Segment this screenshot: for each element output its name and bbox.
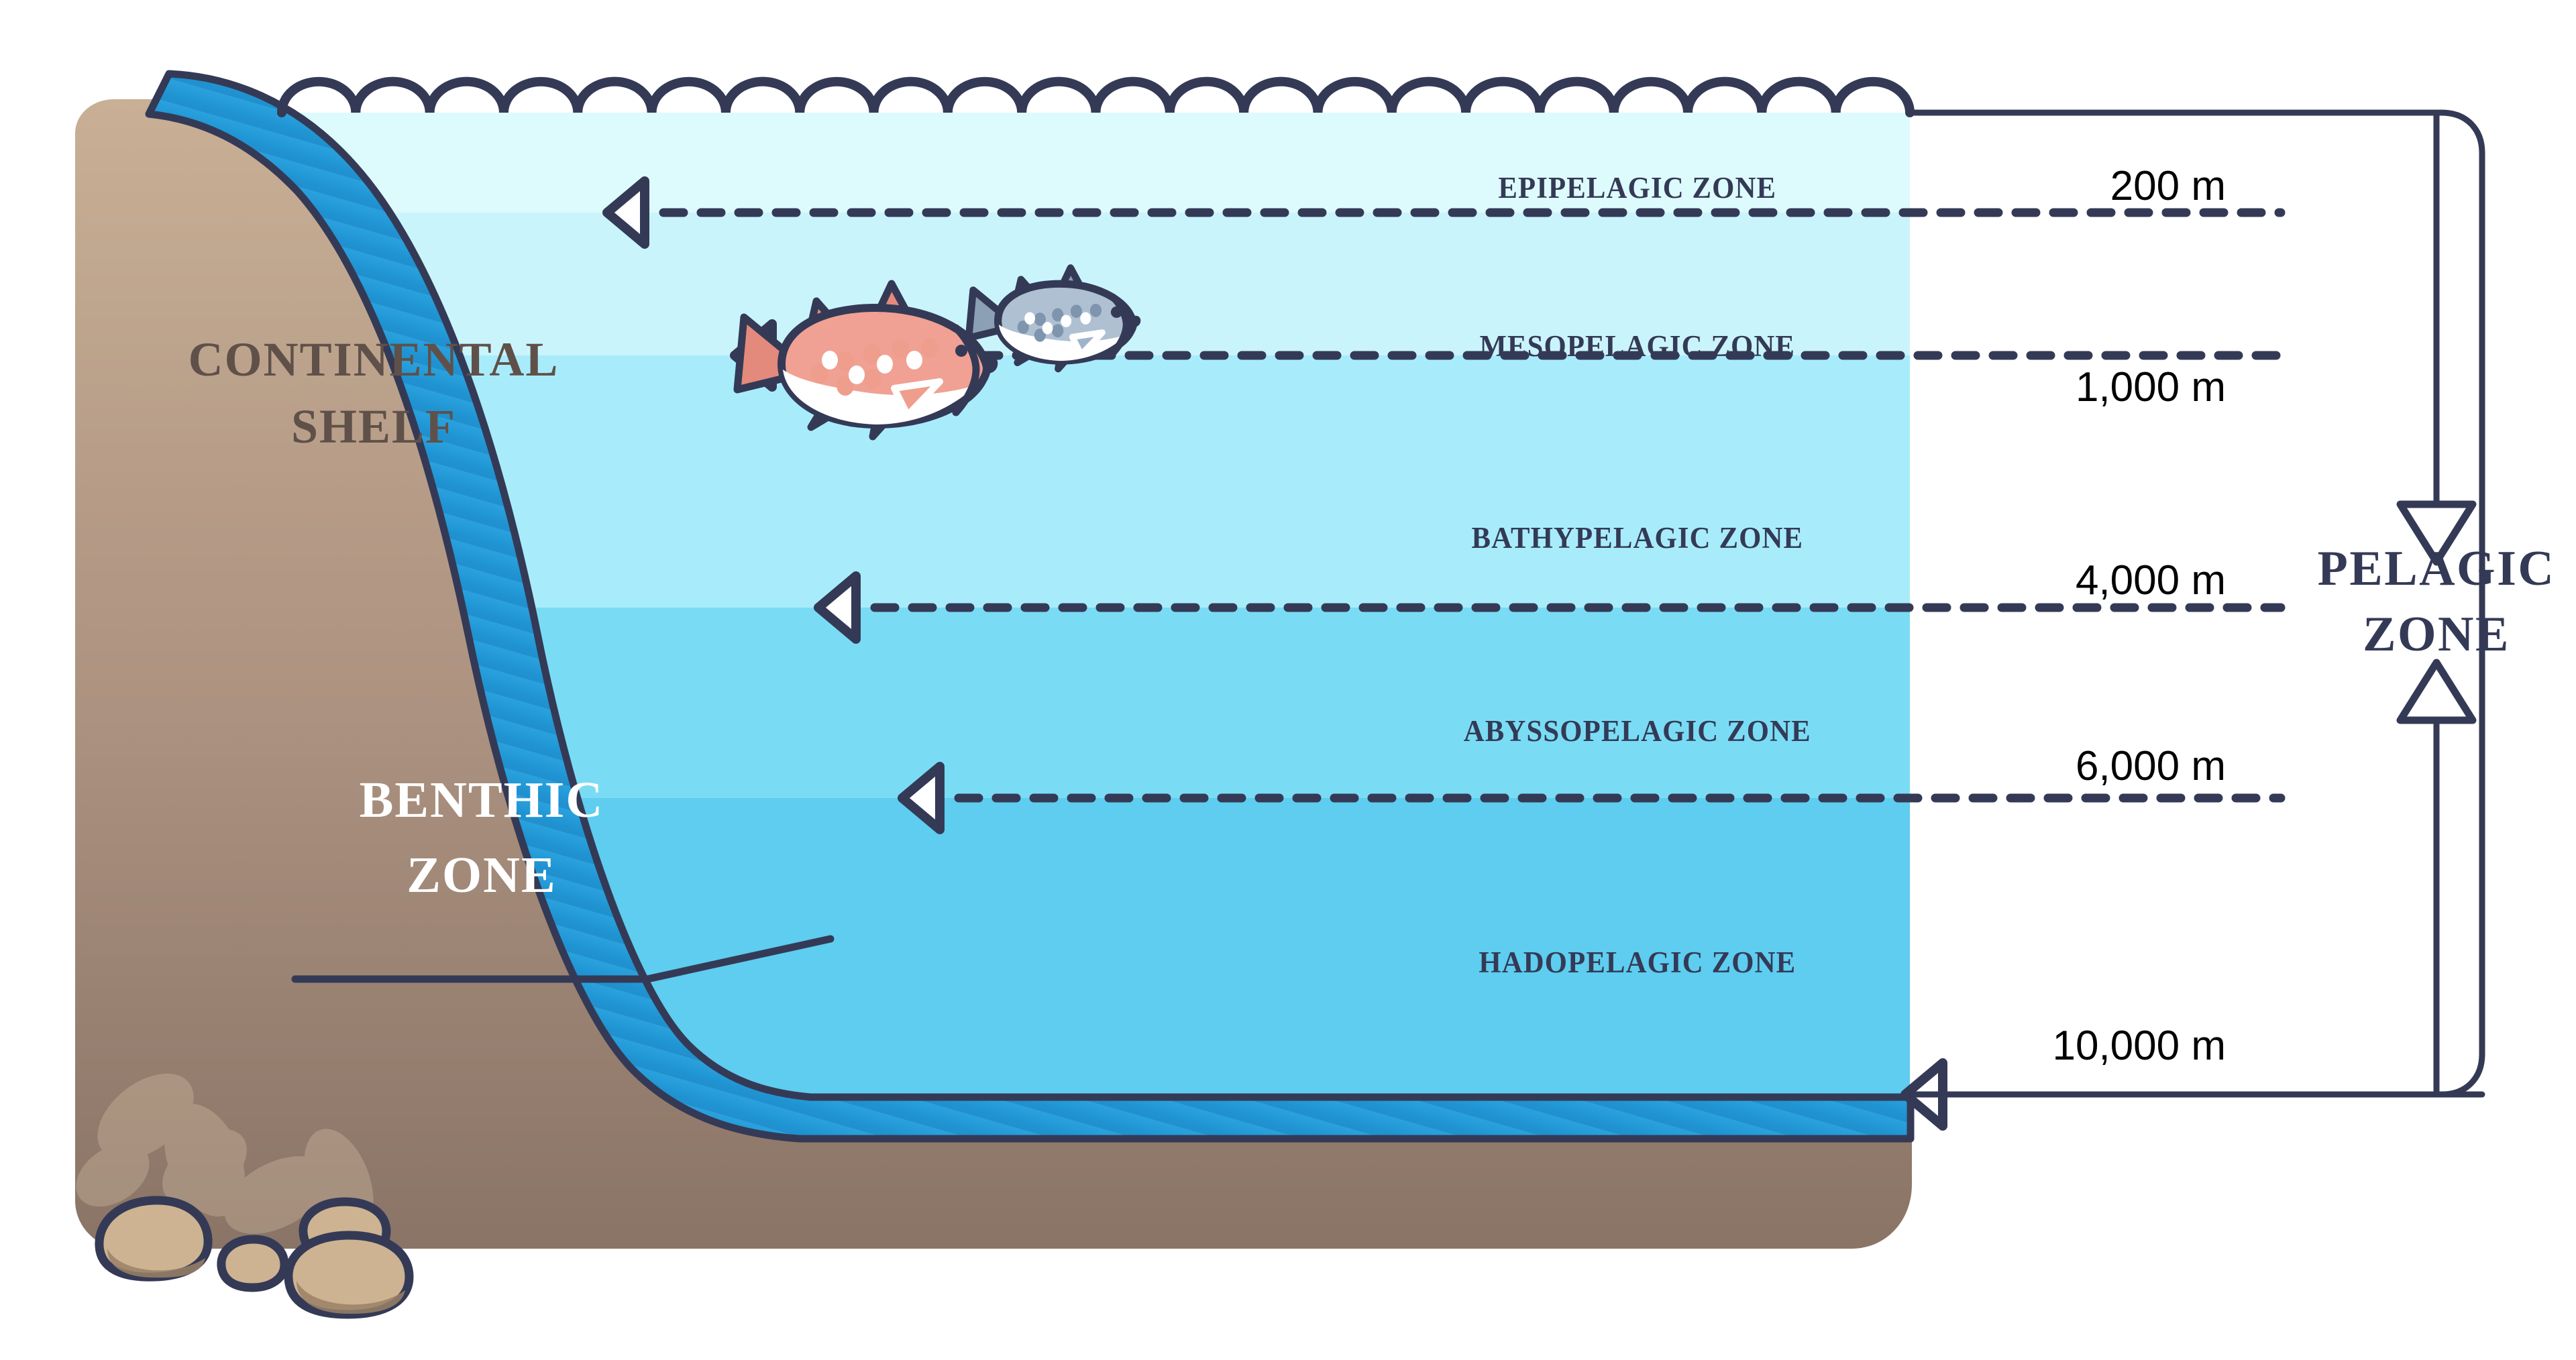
benthic-zone-label-line1: BENTHIC — [360, 772, 604, 828]
pelagic-bracket — [1910, 109, 2485, 1098]
arrow-up-icon — [2396, 659, 2477, 724]
zone-label-2: BATHYPELAGIC ZONE — [1471, 520, 1803, 555]
depth-marker-0 — [602, 176, 2286, 249]
zone-band-epipelagic — [168, 113, 1910, 213]
seafloor-rocks — [95, 1196, 414, 1319]
zone-labels: EPIPELAGIC ZONE MESOPELAGIC ZONE BATHYPELA… — [1464, 170, 1811, 980]
arrow-down-icon — [2396, 500, 2477, 566]
arrow-left-icon — [898, 762, 945, 834]
blue-fish-icon — [965, 264, 1141, 373]
zone-label-0: EPIPELAGIC ZONE — [1498, 170, 1776, 205]
arrow-left-icon — [602, 176, 649, 249]
zone-label-1: MESOPELAGIC ZONE — [1480, 329, 1796, 363]
depth-value-0: 200 m — [2110, 163, 2226, 209]
depth-value-4: 10,000 m — [2052, 1023, 2226, 1069]
depth-value-2: 4,000 m — [2076, 557, 2226, 604]
ground-shape — [75, 99, 1912, 1249]
depth-value-3: 6,000 m — [2076, 743, 2226, 789]
continental-landmass — [75, 99, 1912, 1319]
pink-fish-icon — [733, 280, 998, 441]
depth-marker-2 — [814, 571, 2286, 644]
depth-value-1: 1,000 m — [2076, 364, 2226, 410]
benthic-zone-label-line2: ZONE — [407, 847, 556, 903]
zone-label-3: ABYSSOPELAGIC ZONE — [1464, 714, 1811, 748]
benthic-band-shape — [145, 70, 1915, 1143]
depth-labels: 200 m 1,000 m 4,000 m 6,000 m 10,000 m — [2052, 163, 2226, 1069]
zone-label-4: HADOPELAGIC ZONE — [1479, 945, 1796, 980]
pelagic-zone-label-line2: ZONE — [2363, 607, 2510, 662]
arrow-left-icon — [814, 571, 861, 644]
water-surface-waves — [277, 76, 1915, 117]
depth-marker-3 — [898, 762, 2286, 834]
fish-group — [733, 264, 1141, 441]
continental-shelf-label-line2: SHELF — [291, 400, 456, 453]
pelagic-bracket-line — [1910, 109, 2485, 1098]
pelagic-zone-label-line1: PELAGIC — [2318, 541, 2556, 596]
continental-shelf-label-line1: CONTINENTAL — [189, 333, 559, 386]
benthic-zone-band — [145, 70, 1915, 1143]
benthic-leader-line — [291, 935, 835, 983]
